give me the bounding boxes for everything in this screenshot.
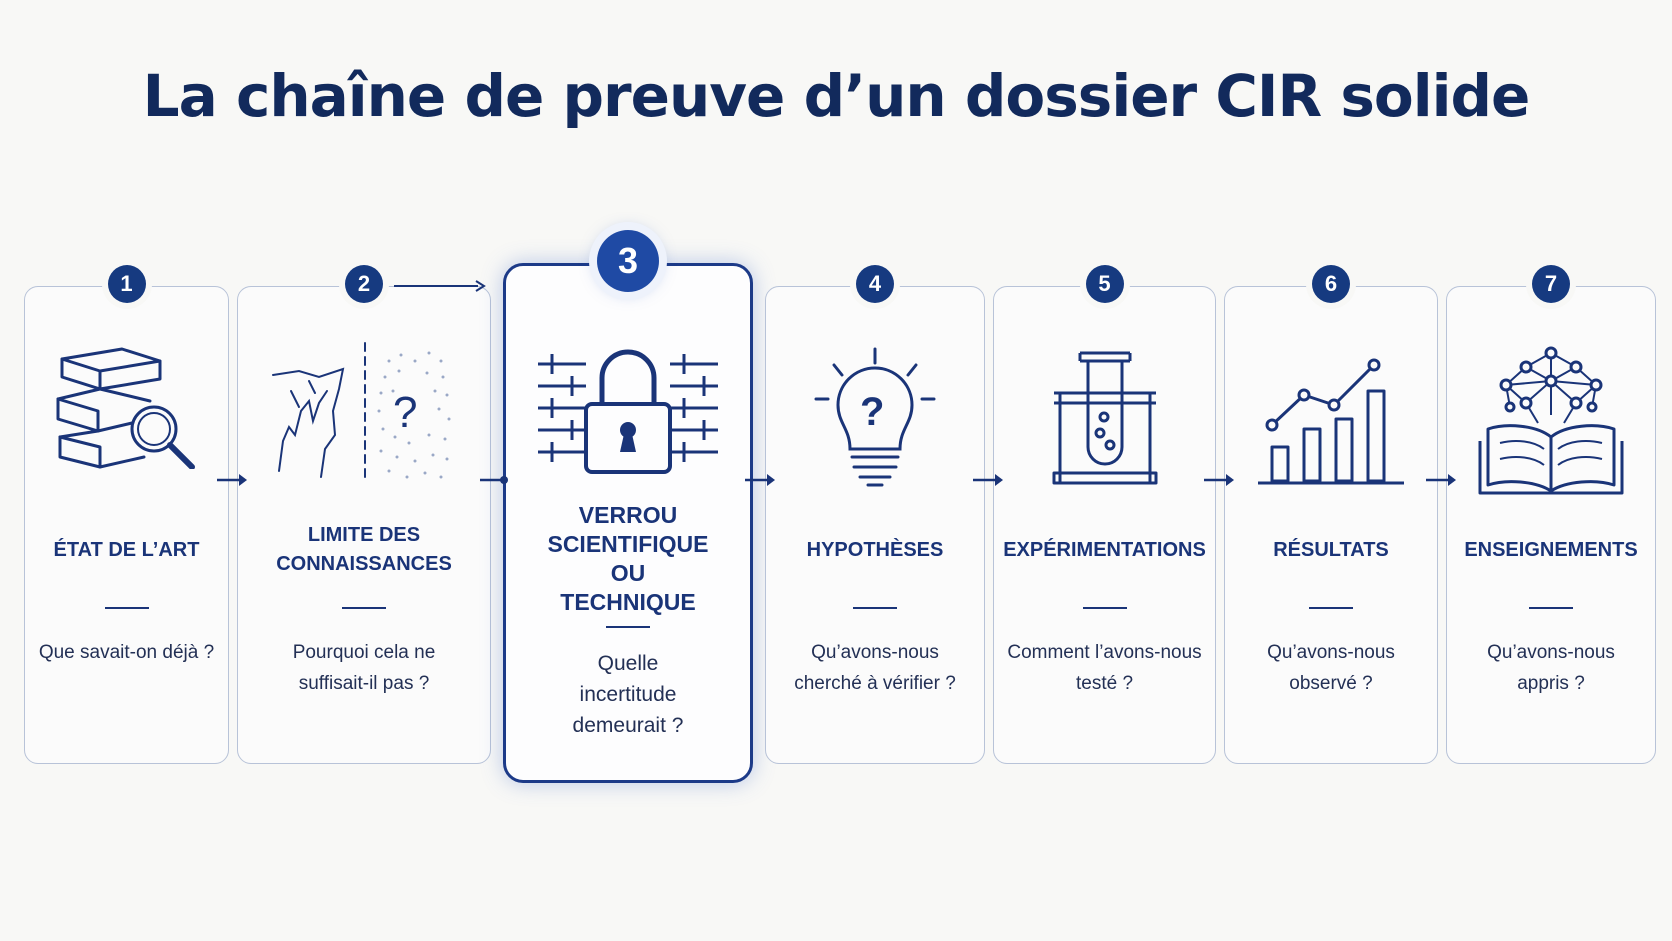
- step-card-5: 5 EXPÉRIMENTATIONS Comment l’avons-nous …: [993, 265, 1216, 764]
- step-question: Quelle incertitude demeurait ?: [572, 652, 684, 737]
- step-card-1: 1 ÉTAT DE L’ART Que savait-on déjà ?: [24, 265, 229, 764]
- step-label: LIMITE DES CONNAISSANCES: [276, 524, 452, 575]
- step-label: RÉSULTATS: [1273, 538, 1389, 561]
- divider: [606, 626, 650, 628]
- step-number-badge: 3: [597, 230, 659, 292]
- divider: [1082, 607, 1127, 609]
- step-number-badge: 1: [107, 265, 146, 303]
- step-label: ENSEIGNEMENTS: [1464, 538, 1638, 561]
- arrow-connector-2-3: [480, 476, 508, 484]
- books-magnifier-icon: [52, 339, 202, 474]
- divider: [1309, 607, 1353, 609]
- bar-chart-icon: [1256, 351, 1406, 496]
- cliff-unknown-icon: ?: [269, 331, 459, 496]
- step-number-badge: 4: [856, 265, 894, 303]
- lightbulb-question-icon: ?: [810, 345, 940, 500]
- svg-text:?: ?: [860, 390, 884, 434]
- step-number-badge: 5: [1085, 265, 1124, 303]
- divider: [1529, 607, 1573, 609]
- arrow-connector-6-7: [1426, 474, 1456, 486]
- svg-text:?: ?: [393, 388, 417, 437]
- top-flow-arrow: [394, 280, 486, 292]
- open-book-network-icon: [1476, 345, 1626, 500]
- step-card-4: 4 ? HYPOTHÈSES Qu’avons-nous cherché à v…: [765, 265, 985, 764]
- step-question: Que savait-on déjà ?: [38, 642, 215, 663]
- padlock-wall-icon: [538, 346, 718, 481]
- step-question: Pourquoi cela ne suffisait-il pas ?: [292, 642, 436, 694]
- step-label: EXPÉRIMENTATIONS: [1003, 538, 1206, 561]
- step-card-6: 6 RÉSULTATS Qu’avons-nous observé ?: [1224, 265, 1438, 764]
- arrow-connector-3-4: [745, 474, 775, 486]
- step-label: HYPOTHÈSES: [806, 538, 944, 561]
- divider: [853, 607, 897, 609]
- divider: [342, 607, 386, 609]
- step-label: VERROU SCIENTIFIQUE OU TECHNIQUE: [547, 502, 709, 615]
- arrow-connector-5-6: [1204, 474, 1234, 486]
- step-question: Qu’avons-nous cherché à vérifier ?: [794, 642, 956, 694]
- step-card-2: 2 ? LIMITE DES CONNAISSANCES Pourquoi ce…: [237, 265, 491, 764]
- step-label: ÉTAT DE L’ART: [53, 538, 200, 561]
- step-card-3-highlighted: 3 VERROU SCIENTIFIQUE OU TECHNIQUE Quell…: [503, 230, 753, 783]
- arrow-connector-1-2: [217, 474, 247, 486]
- step-question: Qu’avons-nous observé ?: [1267, 642, 1395, 694]
- step-number-badge: 2: [345, 265, 383, 303]
- step-question: Comment l’avons-nous testé ?: [1007, 642, 1202, 694]
- step-number-badge: 7: [1532, 265, 1570, 303]
- test-tube-icon: [1050, 347, 1160, 492]
- step-card-7: 7 ENSEIGNEMENTS Qu’: [1446, 265, 1656, 764]
- page-title: La chaîne de preuve d’un dossier CIR sol…: [142, 62, 1531, 130]
- divider: [104, 607, 149, 609]
- step-number-badge: 6: [1312, 265, 1350, 303]
- arrow-connector-4-5: [973, 474, 1003, 486]
- step-question: Qu’avons-nous appris ?: [1487, 642, 1615, 694]
